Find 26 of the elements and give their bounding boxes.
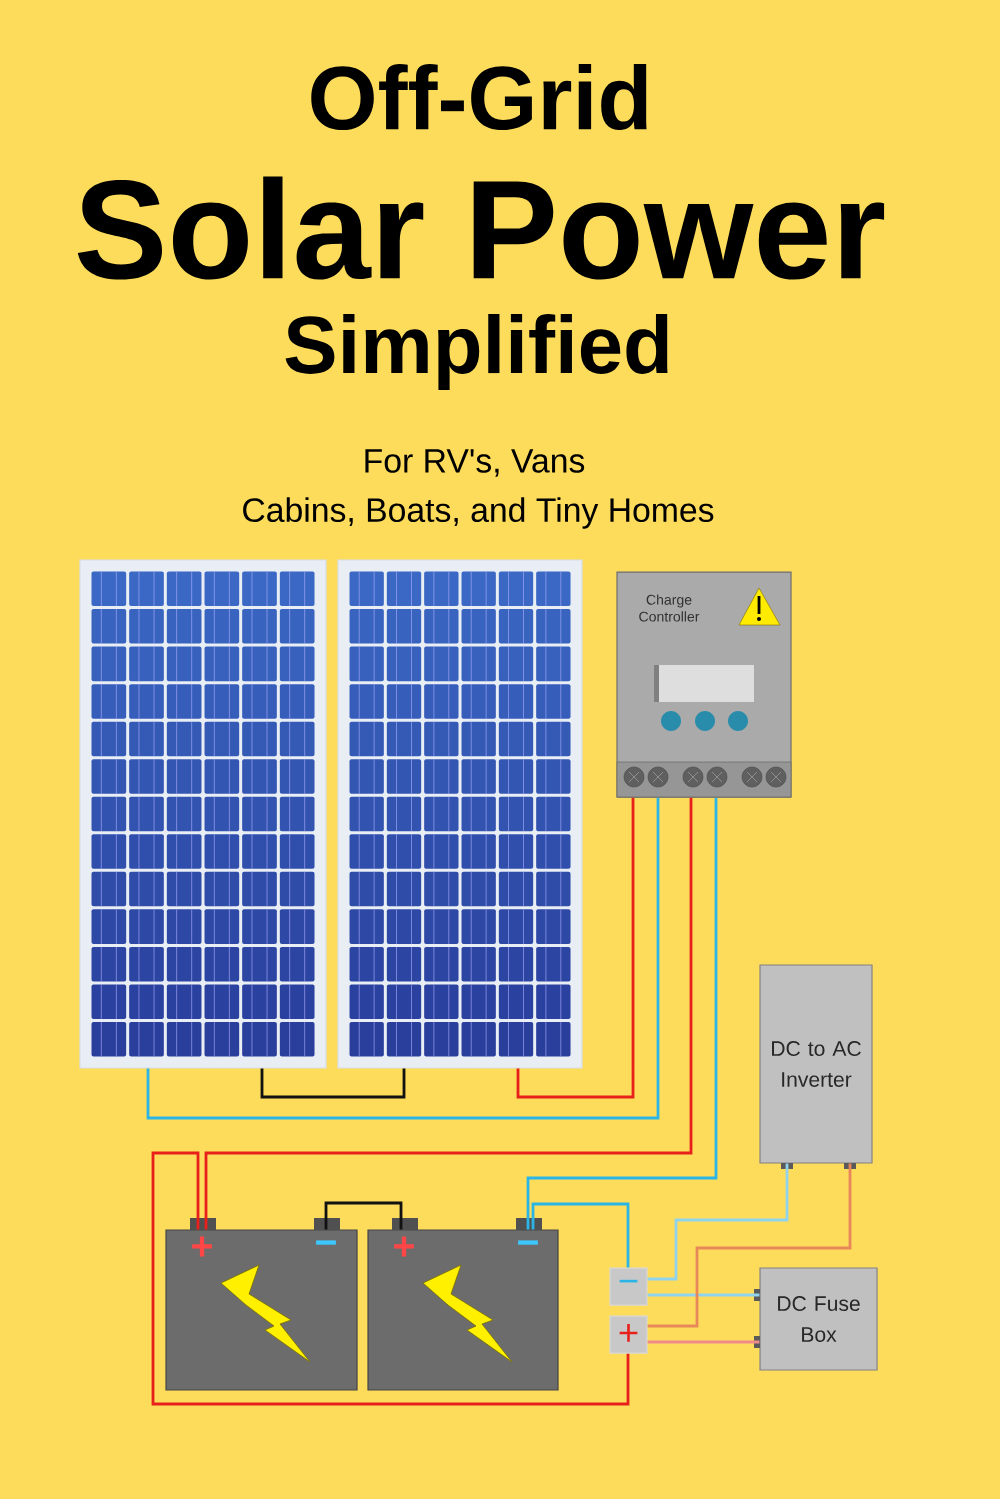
battery-drawing: + − — [165, 1218, 358, 1391]
subtitle: Cabins, Boats, and Tiny Homes — [243, 497, 714, 529]
wire — [324, 1201, 403, 1230]
bus-bar: − — [609, 1267, 648, 1306]
wire — [647, 1293, 760, 1297]
wire — [516, 797, 635, 1099]
solar-panel-drawing — [337, 559, 583, 1069]
wire — [647, 1163, 789, 1281]
charge-controller-drawing: Charge Controller — [616, 571, 792, 798]
title: Solar Power — [77, 176, 885, 280]
solar-panel-drawing — [79, 559, 327, 1069]
bus-bar: + — [609, 1315, 648, 1354]
inverter-box: DC to AC Inverter — [759, 964, 873, 1169]
title-line: Off-Grid — [311, 63, 647, 131]
wire — [647, 1163, 852, 1328]
wire — [531, 1202, 630, 1268]
title-line: Simplified — [285, 314, 668, 390]
wire — [146, 797, 660, 1120]
battery-drawing: + − — [367, 1218, 559, 1391]
subtitle: For RV's, Vans — [365, 449, 585, 477]
wire — [204, 797, 693, 1230]
wire — [151, 1151, 630, 1406]
wire — [526, 797, 718, 1230]
wire — [647, 1340, 760, 1344]
wire — [260, 1068, 406, 1099]
fuse-box: DC Fuse Box — [754, 1267, 878, 1371]
